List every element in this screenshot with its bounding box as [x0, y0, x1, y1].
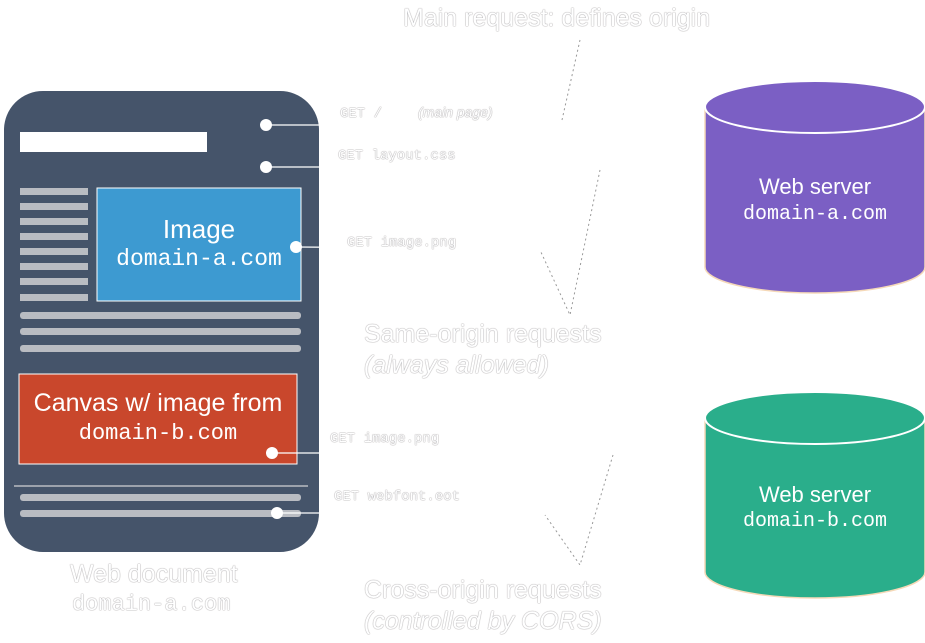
pointer-lines — [539, 39, 614, 567]
cross-origin-title: Cross-origin requests — [364, 576, 602, 604]
server-b-label: Web server — [758, 482, 872, 507]
server-a-domain: domain-a.com — [742, 203, 888, 226]
server-b-domain: domain-b.com — [742, 510, 888, 533]
request-main-note: (main page) — [418, 104, 493, 120]
request-lines — [266, 124, 706, 514]
web-document-device — [2, 89, 321, 554]
canvas-domain: domain-b.com — [78, 421, 238, 446]
request-layout-css: GET layout.css — [338, 148, 456, 164]
image-box — [96, 187, 302, 302]
request-webfont: GET webfont.eot — [334, 489, 461, 505]
document-caption-domain: domain-a.com — [72, 592, 231, 617]
canvas-label: Canvas w/ image from — [33, 389, 283, 417]
server-b — [704, 391, 925, 599]
image-label: Image — [162, 214, 236, 244]
request-image-b: GET image.png — [330, 431, 440, 447]
request-main-page: GET / — [340, 106, 383, 122]
document-caption: Web document — [70, 560, 238, 588]
cross-origin-note: (controlled by CORS) — [364, 607, 602, 635]
canvas-box — [18, 373, 298, 465]
request-dots — [260, 119, 302, 519]
server-a-label: Web server — [758, 174, 872, 199]
image-domain: domain-a.com — [116, 246, 282, 272]
same-origin-title: Same-origin requests — [364, 320, 602, 348]
main-request-title: Main request: defines origin — [403, 4, 711, 32]
server-a — [704, 80, 925, 294]
request-image-a: GET image.png — [347, 235, 457, 251]
same-origin-note: (always allowed) — [364, 351, 549, 379]
